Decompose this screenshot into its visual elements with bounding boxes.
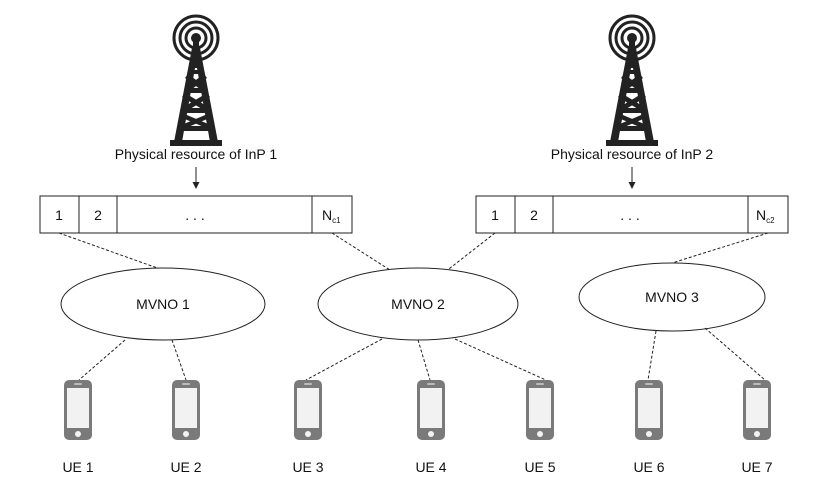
link-line (417, 339, 431, 381)
phone-icon (635, 380, 663, 440)
mvno-label: MVNO 3 (645, 289, 699, 305)
tower-icon (168, 14, 224, 148)
link-line (78, 339, 126, 381)
resource-cell: 1 (491, 207, 499, 223)
link-line (305, 338, 383, 381)
resource-cell-last: Nc2 (756, 207, 775, 225)
ue-label: UE 3 (292, 459, 323, 475)
resource-bar-inp1: 1 2 . . . Nc1 (39, 195, 353, 234)
phone-icon (64, 380, 92, 440)
phone-icon (294, 380, 322, 440)
mvno-2: MVNO 2 (317, 267, 519, 341)
ue-label: UE 4 (415, 459, 446, 475)
resource-cell: 2 (530, 207, 538, 223)
ue-label: UE 6 (633, 459, 664, 475)
link-line (58, 232, 164, 271)
mvno-label: MVNO 2 (391, 296, 445, 312)
link-line (331, 232, 391, 271)
link-line (704, 327, 766, 381)
ue-label: UE 5 (524, 459, 555, 475)
link-line (171, 339, 187, 381)
mvno-3: MVNO 3 (578, 262, 766, 332)
ue-label: UE 7 (741, 459, 772, 475)
ue-label: UE 1 (62, 459, 93, 475)
phone-icon (172, 380, 200, 440)
inp1-caption: Physical resource of InP 1 (115, 146, 278, 162)
link-line (454, 338, 549, 382)
tower-icon (604, 14, 660, 148)
phone-icon (743, 380, 771, 440)
resource-cell-ellipsis: . . . (620, 207, 639, 223)
inp2-caption: Physical resource of InP 2 (551, 146, 714, 162)
ue-label: UE 2 (170, 459, 201, 475)
phone-icon (417, 380, 445, 440)
link-line (647, 330, 657, 381)
resource-bar-inp2: 1 2 . . . Nc2 (475, 195, 789, 234)
resource-cell-ellipsis: . . . (185, 207, 204, 223)
resource-cell: 1 (55, 207, 63, 223)
link-line (671, 232, 769, 264)
resource-cell: 2 (94, 207, 102, 223)
mvno-label: MVNO 1 (136, 296, 190, 312)
phone-icon (526, 380, 554, 440)
link-line (444, 232, 496, 273)
resource-cell-last: Nc1 (322, 207, 341, 225)
mvno-1: MVNO 1 (60, 267, 266, 341)
